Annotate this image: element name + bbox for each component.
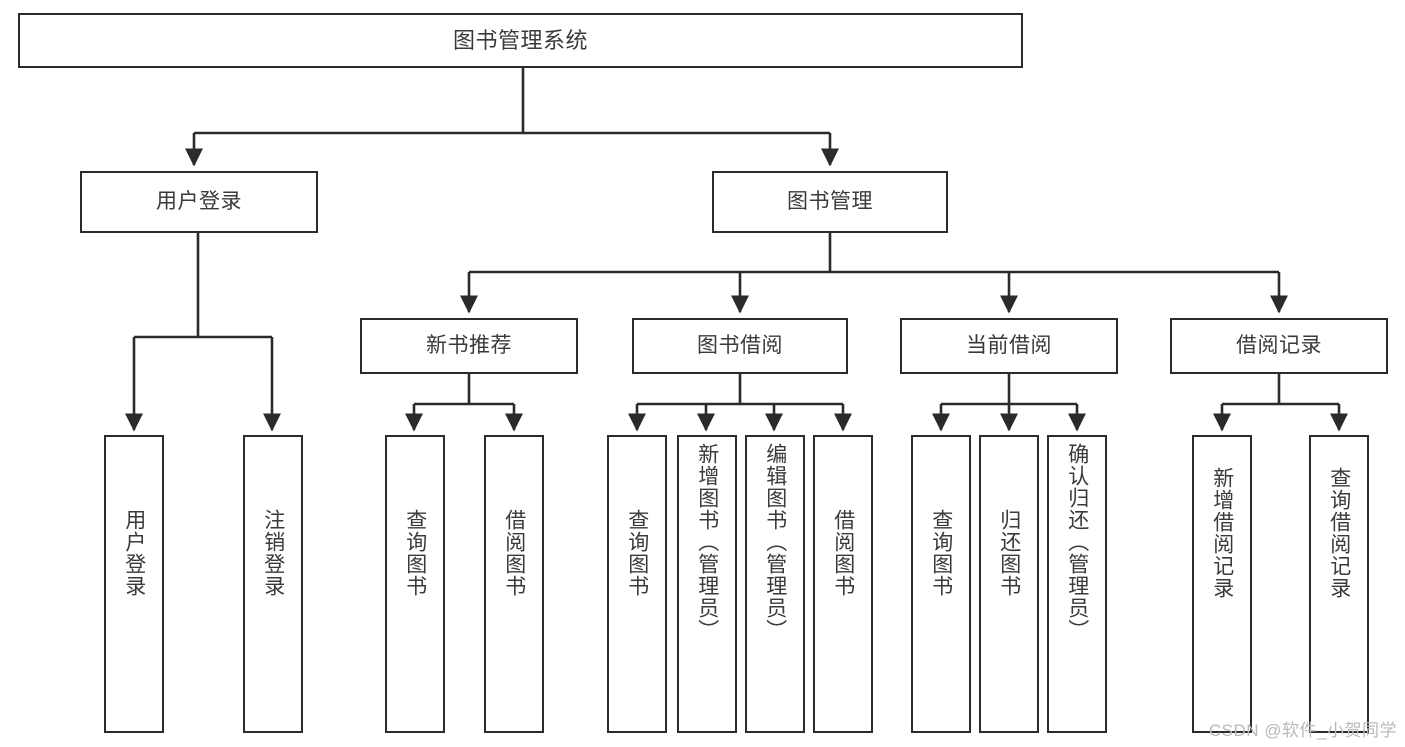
watermark-text: CSDN @软件_小贺同学 (1208, 721, 1397, 740)
node-new-book-rec[interactable]: 新书推荐 (360, 318, 578, 374)
node-leaf-confirm-return[interactable]: 确认归还（管理员） (1047, 435, 1107, 733)
node-book-borrow-label: 图书借阅 (697, 333, 783, 357)
node-leaf-logout[interactable]: 注销登录 (243, 435, 303, 733)
node-leaf-borrow-book-2[interactable]: 借阅图书 (813, 435, 873, 733)
node-leaf-query-book-1-label: 查询图书 (403, 509, 427, 597)
node-leaf-borrow-book-2-label: 借阅图书 (831, 509, 855, 597)
node-leaf-add-record[interactable]: 新增借阅记录 (1192, 435, 1252, 733)
node-leaf-query-book-2-label: 查询图书 (625, 509, 649, 597)
node-current-borrow-label: 当前借阅 (966, 333, 1052, 357)
node-leaf-return-book-label: 归还图书 (997, 509, 1021, 597)
node-leaf-add-record-label: 新增借阅记录 (1210, 467, 1234, 599)
node-root[interactable]: 图书管理系统 (18, 13, 1023, 68)
node-leaf-query-book-3[interactable]: 查询图书 (911, 435, 971, 733)
node-user-login[interactable]: 用户登录 (80, 171, 318, 233)
node-book-manage[interactable]: 图书管理 (712, 171, 948, 233)
node-borrow-record[interactable]: 借阅记录 (1170, 318, 1388, 374)
node-leaf-confirm-return-label: 确认归还（管理员） (1065, 443, 1089, 641)
node-leaf-edit-book[interactable]: 编辑图书（管理员） (745, 435, 805, 733)
node-leaf-borrow-book-1[interactable]: 借阅图书 (484, 435, 544, 733)
node-leaf-user-login-label: 用户登录 (122, 509, 146, 597)
node-leaf-query-book-3-label: 查询图书 (929, 509, 953, 597)
node-book-manage-label: 图书管理 (787, 189, 873, 213)
node-current-borrow[interactable]: 当前借阅 (900, 318, 1118, 374)
node-leaf-user-login[interactable]: 用户登录 (104, 435, 164, 733)
node-leaf-add-book-label: 新增图书（管理员） (695, 443, 719, 641)
node-leaf-add-book[interactable]: 新增图书（管理员） (677, 435, 737, 733)
node-leaf-query-record-label: 查询借阅记录 (1327, 467, 1351, 599)
node-leaf-return-book[interactable]: 归还图书 (979, 435, 1039, 733)
node-leaf-query-record[interactable]: 查询借阅记录 (1309, 435, 1369, 733)
node-leaf-edit-book-label: 编辑图书（管理员） (763, 443, 787, 641)
node-user-login-label: 用户登录 (156, 189, 242, 213)
node-leaf-query-book-2[interactable]: 查询图书 (607, 435, 667, 733)
node-borrow-record-label: 借阅记录 (1236, 333, 1322, 357)
node-new-book-rec-label: 新书推荐 (426, 333, 512, 357)
node-root-label: 图书管理系统 (452, 27, 588, 53)
node-leaf-query-book-1[interactable]: 查询图书 (385, 435, 445, 733)
node-leaf-borrow-book-1-label: 借阅图书 (502, 509, 526, 597)
node-book-borrow[interactable]: 图书借阅 (632, 318, 848, 374)
node-leaf-logout-label: 注销登录 (261, 509, 285, 597)
